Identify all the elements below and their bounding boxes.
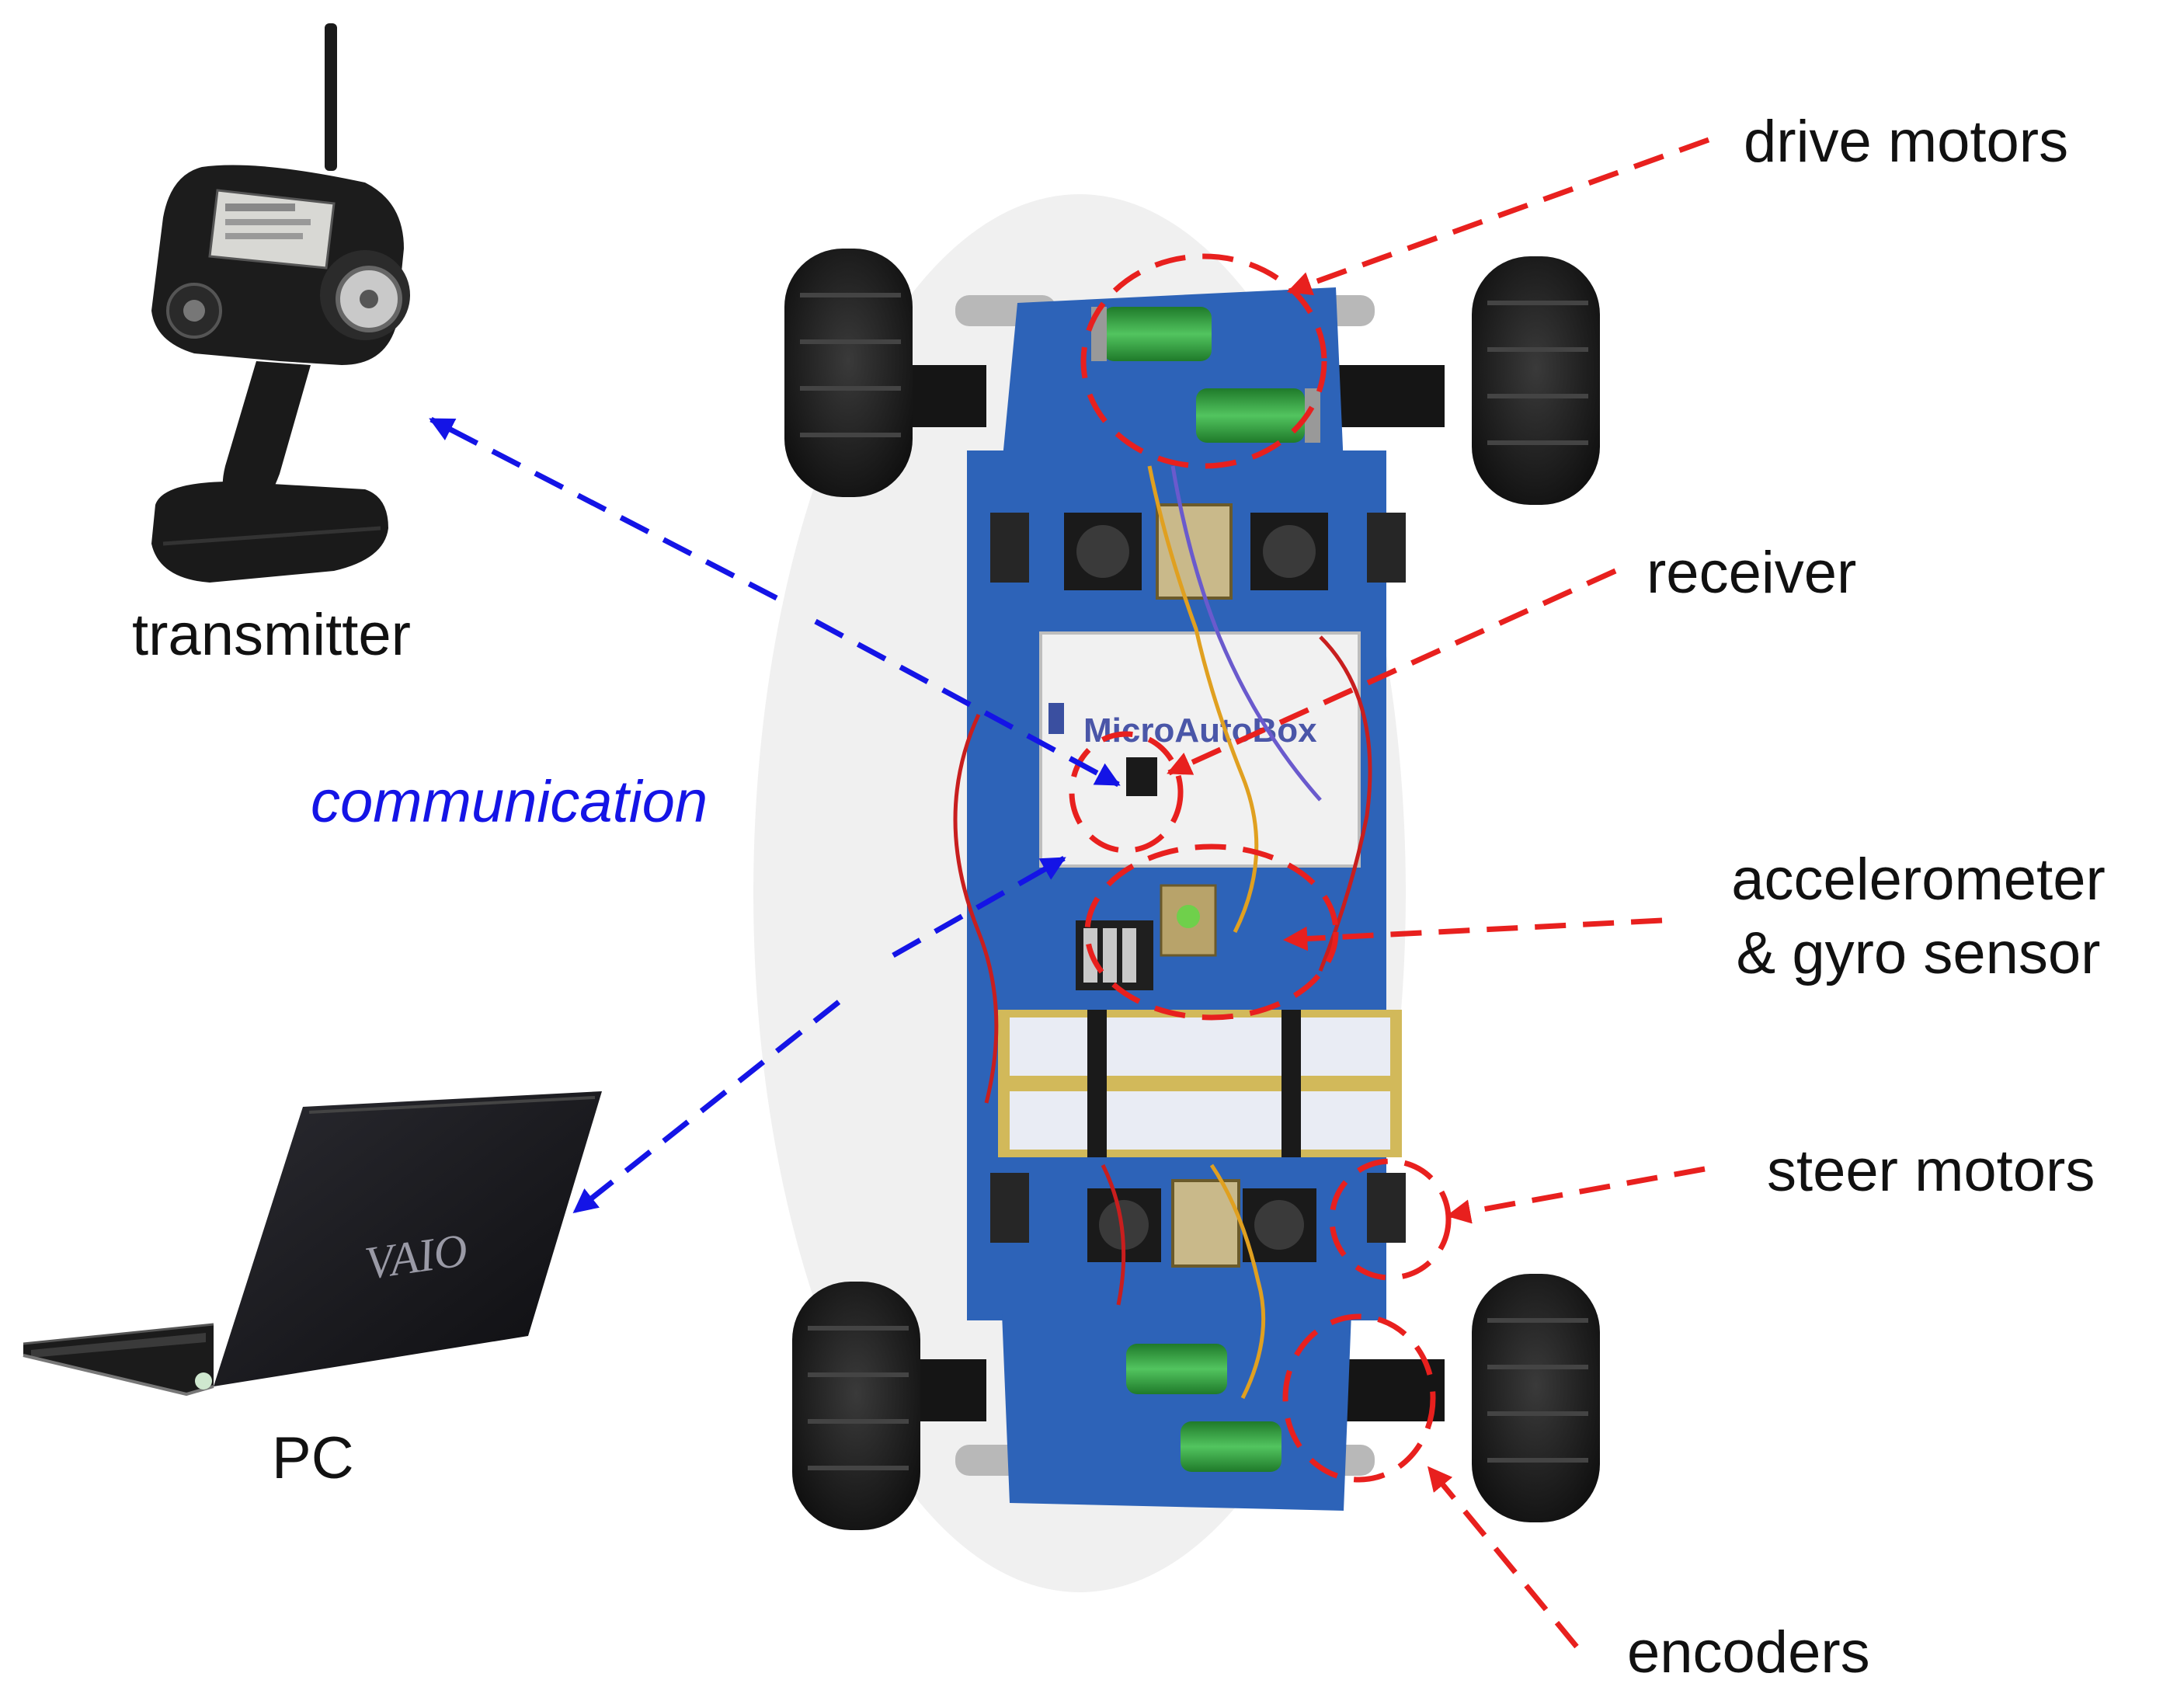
receiver-arrow	[1167, 568, 1617, 776]
receiver-highlight	[1069, 731, 1184, 854]
accelerometer-label-line2: & gyro sensor	[1736, 920, 2101, 986]
steer-motors-arrow	[1445, 1166, 1706, 1224]
laptop-image: VAIO	[23, 1091, 602, 1397]
svg-text:MicroAutoBox: MicroAutoBox	[1083, 711, 1317, 750]
pc-comm-arrow-to-box	[892, 855, 1066, 958]
steer-motors-label: steer motors	[1767, 1138, 2095, 1204]
receiver-label: receiver	[1647, 540, 1857, 606]
drive-motors-highlight	[1080, 253, 1327, 469]
encoders-label: encoders	[1627, 1619, 1870, 1685]
encoders-arrow	[1427, 1466, 1579, 1649]
accelerometer-label-line1: accelerometer	[1731, 847, 2106, 913]
pc-label: PC	[272, 1425, 354, 1491]
transmitter-comm-arrow-to-tx	[429, 416, 778, 601]
drive-motors-arrow	[1287, 137, 1710, 296]
accelerometer-arrow	[1282, 917, 1663, 951]
pc-comm-arrow-to-pc	[572, 1000, 841, 1214]
transmitter-comm-arrow-to-rx	[814, 618, 1121, 788]
accelerometer-gyro-label: accelerometer & gyro sensor	[1701, 843, 2136, 990]
rc-car-chassis-image: MicroAutoBox	[753, 194, 1600, 1592]
transmitter-label: transmitter	[132, 602, 411, 668]
drive-motors-label: drive motors	[1744, 109, 2069, 175]
accelerometer-highlight	[1084, 844, 1339, 1021]
communication-label: communication	[311, 769, 708, 835]
transmitter-image	[151, 23, 410, 583]
encoders-highlight	[1282, 1313, 1436, 1483]
